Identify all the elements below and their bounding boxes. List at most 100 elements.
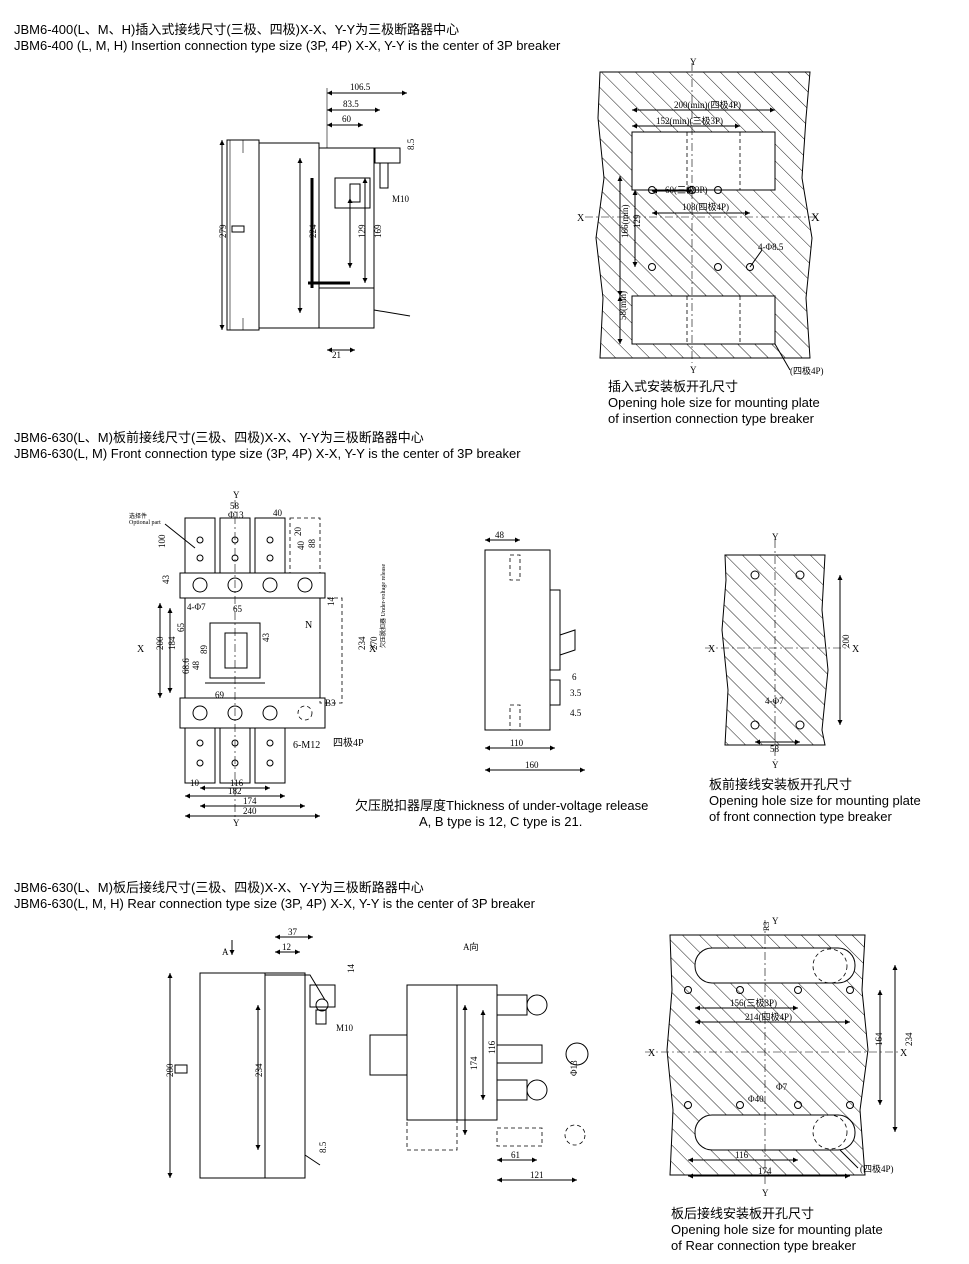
- s2p-x-left: X: [708, 644, 716, 655]
- s2-side-handle: [559, 629, 576, 656]
- s1-window-top: [631, 131, 776, 191]
- s3p-fourpole: (四极4P): [860, 1163, 894, 1174]
- s2-front-view: Y 选择件 Optional part N 欠压脱扣器 Under-voltag…: [129, 490, 387, 828]
- s1-dim-21: 21: [332, 350, 341, 360]
- s2-uv-note: 欠压脱扣器厚度Thickness of under-voltage releas…: [355, 798, 648, 830]
- s3p-y-bot: Y: [762, 1188, 769, 1198]
- s2-caption-en2: of front connection type breaker: [709, 809, 892, 824]
- s1-caption-en1: Opening hole size for mounting plate: [608, 395, 820, 410]
- s2-optional-en: Optional part: [129, 520, 161, 526]
- s1-dim-279: 279: [218, 224, 228, 238]
- s2-n-label: N: [305, 620, 312, 631]
- s2-dim-184: 184: [167, 636, 177, 650]
- s1-base: [318, 147, 375, 289]
- s1-dim-166: 166(min): [620, 205, 630, 239]
- m10-bolt-icon: [349, 183, 361, 203]
- s2-dim-10: 10: [190, 778, 200, 788]
- s1-dim-60: 60: [342, 114, 352, 124]
- s1-dim-200: 200(min)(四极4P): [674, 99, 741, 110]
- s3p-dim-174: 174: [758, 1166, 772, 1176]
- section2-title-en: JBM6-630(L, M) Front connection type siz…: [14, 446, 521, 461]
- s3p-dim-156: 156(三极3P): [730, 997, 777, 1008]
- s1-dim-169: 169: [373, 224, 383, 238]
- s3-caption-en2: of Rear connection type breaker: [671, 1238, 856, 1253]
- s1-m10: M10: [392, 194, 410, 204]
- s2p-y-top: Y: [772, 532, 779, 542]
- s2-dim-43: 43: [161, 575, 171, 585]
- s1-hole-icon: [746, 263, 754, 271]
- s3p-dim-164: 164: [874, 1032, 884, 1046]
- s2-dim-69: 69: [215, 690, 225, 700]
- s1-caption-cn: 插入式安装板开孔尺寸: [608, 379, 739, 394]
- s1-dim-129: 129: [632, 214, 642, 228]
- s3-slot-top: [694, 947, 856, 984]
- s2-fourpole: 四极4P: [333, 736, 364, 749]
- s1-terminal-top: [374, 147, 401, 164]
- s3-m10: M10: [336, 1023, 354, 1033]
- s3-dim-14: 14: [346, 964, 356, 974]
- s3p-dim-116: 116: [735, 1150, 749, 1160]
- s3-a-label: A: [222, 947, 229, 957]
- s2-dim-20: 20: [293, 527, 303, 537]
- s2-dim-182: 182: [228, 786, 242, 796]
- section1-title-en: JBM6-400 (L, M, H) Insertion connection …: [14, 38, 561, 53]
- s3p-x-left: X: [648, 1048, 656, 1059]
- s1-dim-58: 58(min): [618, 291, 628, 320]
- s2-phi13: Φ13: [228, 510, 244, 520]
- section3-title-cn: JBM6-630(L、M)板后接线尺寸(三极、四极)X-X、Y-Y为三极断路器中…: [14, 880, 424, 895]
- s2-dim-65: 65: [233, 604, 243, 614]
- s3p-x-right: X: [900, 1048, 908, 1059]
- s2-optional-cn: 选择件: [129, 512, 147, 520]
- s1-hole-label: 4-Φ8.5: [758, 242, 784, 252]
- s2-x-left: X: [137, 644, 145, 655]
- s3-mounting-plate: Y Y X X R3 156(三极3P) 214(四极4P) 164 234 Φ…: [645, 916, 914, 1198]
- s1-body-back: [226, 139, 260, 331]
- s2-dim-200: 200: [155, 636, 165, 650]
- s2p-x-right: X: [852, 644, 860, 655]
- s2-side-4-5: 4.5: [570, 708, 582, 718]
- s2-dim-40: 40: [273, 508, 283, 518]
- s2-side-body: [484, 549, 551, 731]
- s2-dim-65b: 65: [176, 623, 186, 633]
- s3-slot-bottom: [694, 1114, 856, 1151]
- s3-a-dim-174: 174: [469, 1056, 479, 1070]
- s3-a-dim-61: 61: [511, 1150, 520, 1160]
- s3-a-view-title: A向: [463, 941, 479, 952]
- s2-side-6: 6: [572, 672, 577, 682]
- s2-dim-88: 88: [307, 539, 317, 549]
- s1-caption-en2: of insertion connection type breaker: [608, 411, 814, 426]
- s2-caption-en1: Opening hole size for mounting plate: [709, 793, 921, 808]
- s3p-phi40: Φ40: [748, 1094, 764, 1104]
- s3p-dim-234: 234: [904, 1032, 914, 1046]
- s1-mounting-plate: Y Y X X 200(min)(四极4P) 152(min)(三极3P) 60…: [577, 57, 824, 376]
- s2-mounting-plate: Y Y X X 200 4-Φ7 58: [705, 532, 860, 770]
- s3-phi13-icon: [565, 1042, 589, 1066]
- s3p-dim-214: 214(四极4P): [745, 1011, 792, 1022]
- s2-busbar-1: [184, 517, 216, 574]
- section3-title: JBM6-630(L、M)板后接线尺寸(三极、四极)X-X、Y-Y为三极断路器中…: [14, 880, 535, 912]
- s3p-phi7: Φ7: [776, 1082, 788, 1092]
- s1-dim-152: 152(min)(三极3P): [656, 115, 723, 126]
- s3-dim-12: 12: [282, 942, 291, 952]
- s1-dim-106: 106.5: [350, 82, 371, 92]
- s1-x-right: X: [811, 210, 820, 224]
- s2-side-view: 48 6 3.5 4.5 110 160: [484, 530, 585, 773]
- s3-caption-cn: 板后接线安装板开孔尺寸: [671, 1206, 815, 1221]
- s3-dim-280: 280: [165, 1063, 175, 1077]
- s1-caption: 插入式安装板开孔尺寸 Opening hole size for mountin…: [608, 379, 820, 427]
- s1-dim-83: 83.5: [343, 99, 359, 109]
- s2-caption-cn: 板前接线安装板开孔尺寸: [709, 777, 853, 792]
- s1-dim-224: 224: [308, 224, 318, 238]
- s3-dim-8-5: 8.5: [318, 1141, 328, 1153]
- s2p-hole-icon: [795, 720, 805, 730]
- s2-m12: 6-M12: [293, 740, 320, 751]
- s2-plate-hatch: [721, 554, 829, 746]
- s3-m10-bolt-icon: [315, 1009, 327, 1025]
- s2-side-110: 110: [510, 738, 524, 748]
- section1-title-cn: JBM6-400(L、M、H)插入式接线尺寸(三极、四极)X-X、Y-Y为三极断…: [14, 22, 460, 37]
- s3p-y-top: Y: [772, 916, 779, 926]
- s3-dim-234: 234: [254, 1063, 264, 1077]
- s2-dim-68: 68.6: [181, 658, 191, 674]
- s3-caption-en1: Opening hole size for mounting plate: [671, 1222, 883, 1237]
- s2-dim-58: 58: [230, 501, 240, 511]
